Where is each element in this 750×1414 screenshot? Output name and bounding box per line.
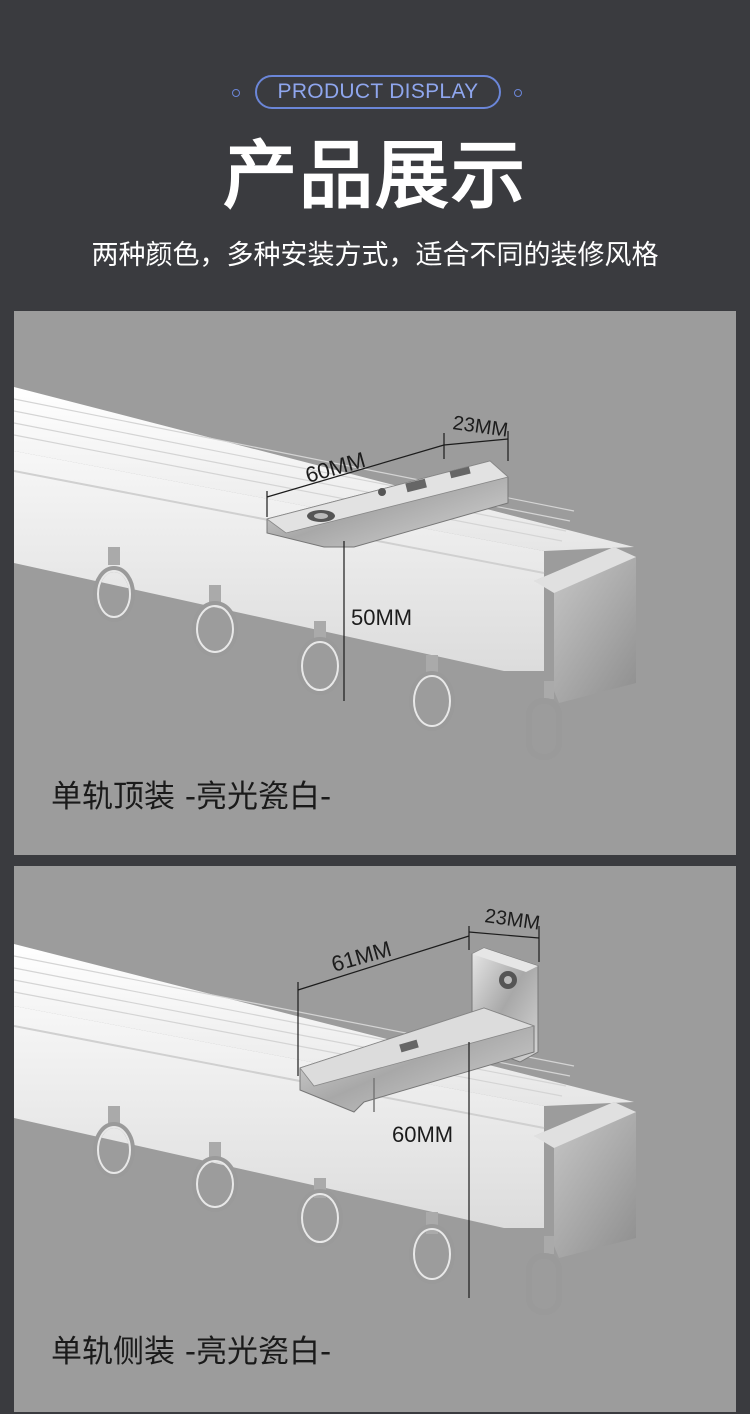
dot-icon — [232, 89, 240, 97]
dim-width-label: 23MM — [483, 905, 541, 935]
dimension-lines — [266, 431, 509, 701]
side-mounting-bracket — [299, 947, 539, 1113]
header: PRODUCT DISPLAY 产品展示 两种颜色，多种安装方式，适合不同的装修… — [0, 0, 750, 310]
dim-width-label: 23MM — [451, 412, 509, 442]
badge-row: PRODUCT DISPLAY — [0, 74, 750, 112]
hook-rings — [93, 547, 562, 760]
dot-icon — [514, 89, 522, 97]
side-mount-rail-illustration: 61MM 23MM 60MM — [14, 905, 636, 1315]
dim-height-label: 50MM — [351, 605, 412, 630]
dim-length-label: 61MM — [328, 936, 394, 977]
hook-rings — [93, 1106, 562, 1315]
product-panel-side-mount: 61MM 23MM 60MM 单轨侧装 -亮光瓷白- — [14, 866, 736, 1412]
product-panel-top-mount: 60MM 23MM 50MM 单轨顶装 -亮光瓷白- — [14, 311, 736, 855]
product-display-badge: PRODUCT DISPLAY — [255, 75, 501, 109]
panel-caption: 单轨顶装 -亮光瓷白- — [51, 779, 332, 815]
rail-front-face — [14, 1006, 544, 1228]
panel-caption: 单轨侧装 -亮光瓷白- — [51, 1334, 332, 1370]
page-title: 产品展示 — [223, 133, 527, 219]
rail-front-face — [14, 451, 544, 671]
dim-height-label: 60MM — [392, 1122, 453, 1147]
mounting-bracket — [266, 460, 509, 548]
top-mount-rail-illustration: 60MM 23MM 50MM — [14, 387, 636, 760]
dimension-lines — [297, 926, 540, 1298]
page-subtitle: 两种颜色，多种安装方式，适合不同的装修风格 — [91, 240, 659, 271]
